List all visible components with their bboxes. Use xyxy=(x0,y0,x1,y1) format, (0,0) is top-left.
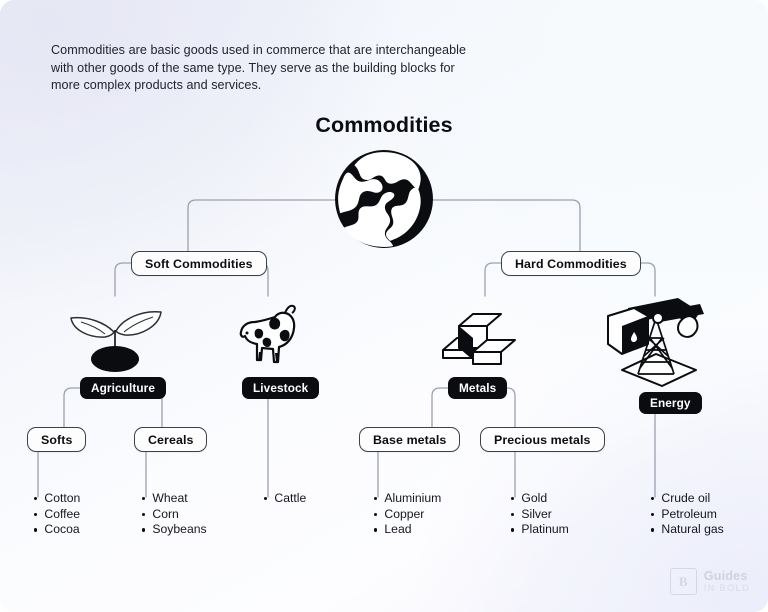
list-item: Wheat xyxy=(142,491,207,507)
bullet-dot xyxy=(264,497,268,501)
logo-text: Guides IN BOLD xyxy=(703,568,750,594)
node-agriculture[interactable]: Agriculture xyxy=(80,377,167,399)
bullet-dot xyxy=(651,497,655,501)
bullet-dot xyxy=(651,528,655,532)
leaf-list-cereals: Wheat Corn Soybeans xyxy=(142,491,207,538)
list-item: Silver xyxy=(511,507,569,523)
list-item: Natural gas xyxy=(651,522,724,538)
node-energy[interactable]: Energy xyxy=(639,392,702,414)
bullet-dot xyxy=(142,497,146,501)
bullet-dot xyxy=(511,497,515,501)
ingots-icon xyxy=(429,308,521,379)
node-base-metals[interactable]: Base metals xyxy=(359,427,461,452)
node-cereals[interactable]: Cereals xyxy=(134,427,208,452)
list-item: Cocoa xyxy=(34,522,80,538)
list-item: Aluminium xyxy=(374,491,441,507)
bullet-dot xyxy=(34,512,38,517)
bullet-dot xyxy=(142,512,146,517)
list-item: Crude oil xyxy=(651,491,724,507)
page-title: Commodities xyxy=(315,113,453,137)
node-precious-metals[interactable]: Precious metals xyxy=(480,427,605,452)
list-item: Lead xyxy=(374,522,441,538)
oil-pumpjack-icon xyxy=(604,282,710,395)
leaf-list-precious-metals: Gold Silver Platinum xyxy=(511,491,569,538)
node-softs[interactable]: Softs xyxy=(27,427,87,452)
list-item: Coffee xyxy=(34,507,80,523)
globe-icon xyxy=(333,148,435,255)
leaf-list-energy: Crude oil Petroleum Natural gas xyxy=(651,491,724,538)
logo-text-primary: Guides xyxy=(703,568,748,583)
list-item: Copper xyxy=(374,507,441,523)
list-item: Platinum xyxy=(511,522,569,538)
bullet-dot xyxy=(34,528,38,532)
bullet-dot xyxy=(511,512,515,517)
bullet-dot xyxy=(374,512,378,517)
bullet-dot xyxy=(142,528,146,532)
leaf-list-base-metals: Aluminium Copper Lead xyxy=(374,491,441,538)
node-livestock[interactable]: Livestock xyxy=(242,377,320,399)
leaf-list-livestock: Cattle xyxy=(264,491,306,507)
node-soft-commodities[interactable]: Soft Commodities xyxy=(131,251,267,276)
logo-text-secondary: IN BOLD xyxy=(703,583,750,594)
cow-icon xyxy=(235,300,305,377)
list-item: Cotton xyxy=(34,491,80,507)
seedling-icon xyxy=(61,296,169,383)
list-item: Gold xyxy=(511,491,569,507)
list-item: Corn xyxy=(142,507,207,523)
watermark-logo: B Guides IN BOLD xyxy=(669,568,750,595)
bullet-dot xyxy=(374,497,378,501)
list-item: Soybeans xyxy=(142,522,207,538)
intro-paragraph: Commodities are basic goods used in comm… xyxy=(51,43,467,92)
bullet-dot xyxy=(34,497,38,501)
bullet-dot xyxy=(511,528,515,532)
list-item: Petroleum xyxy=(651,507,724,523)
bullet-dot xyxy=(651,512,655,517)
node-hard-commodities[interactable]: Hard Commodities xyxy=(501,251,641,276)
bullet-dot xyxy=(374,528,378,532)
node-metals[interactable]: Metals xyxy=(448,377,508,399)
leaf-list-softs: Cotton Coffee Cocoa xyxy=(34,491,80,538)
logo-mark: B xyxy=(669,568,697,595)
list-item: Cattle xyxy=(264,491,306,507)
